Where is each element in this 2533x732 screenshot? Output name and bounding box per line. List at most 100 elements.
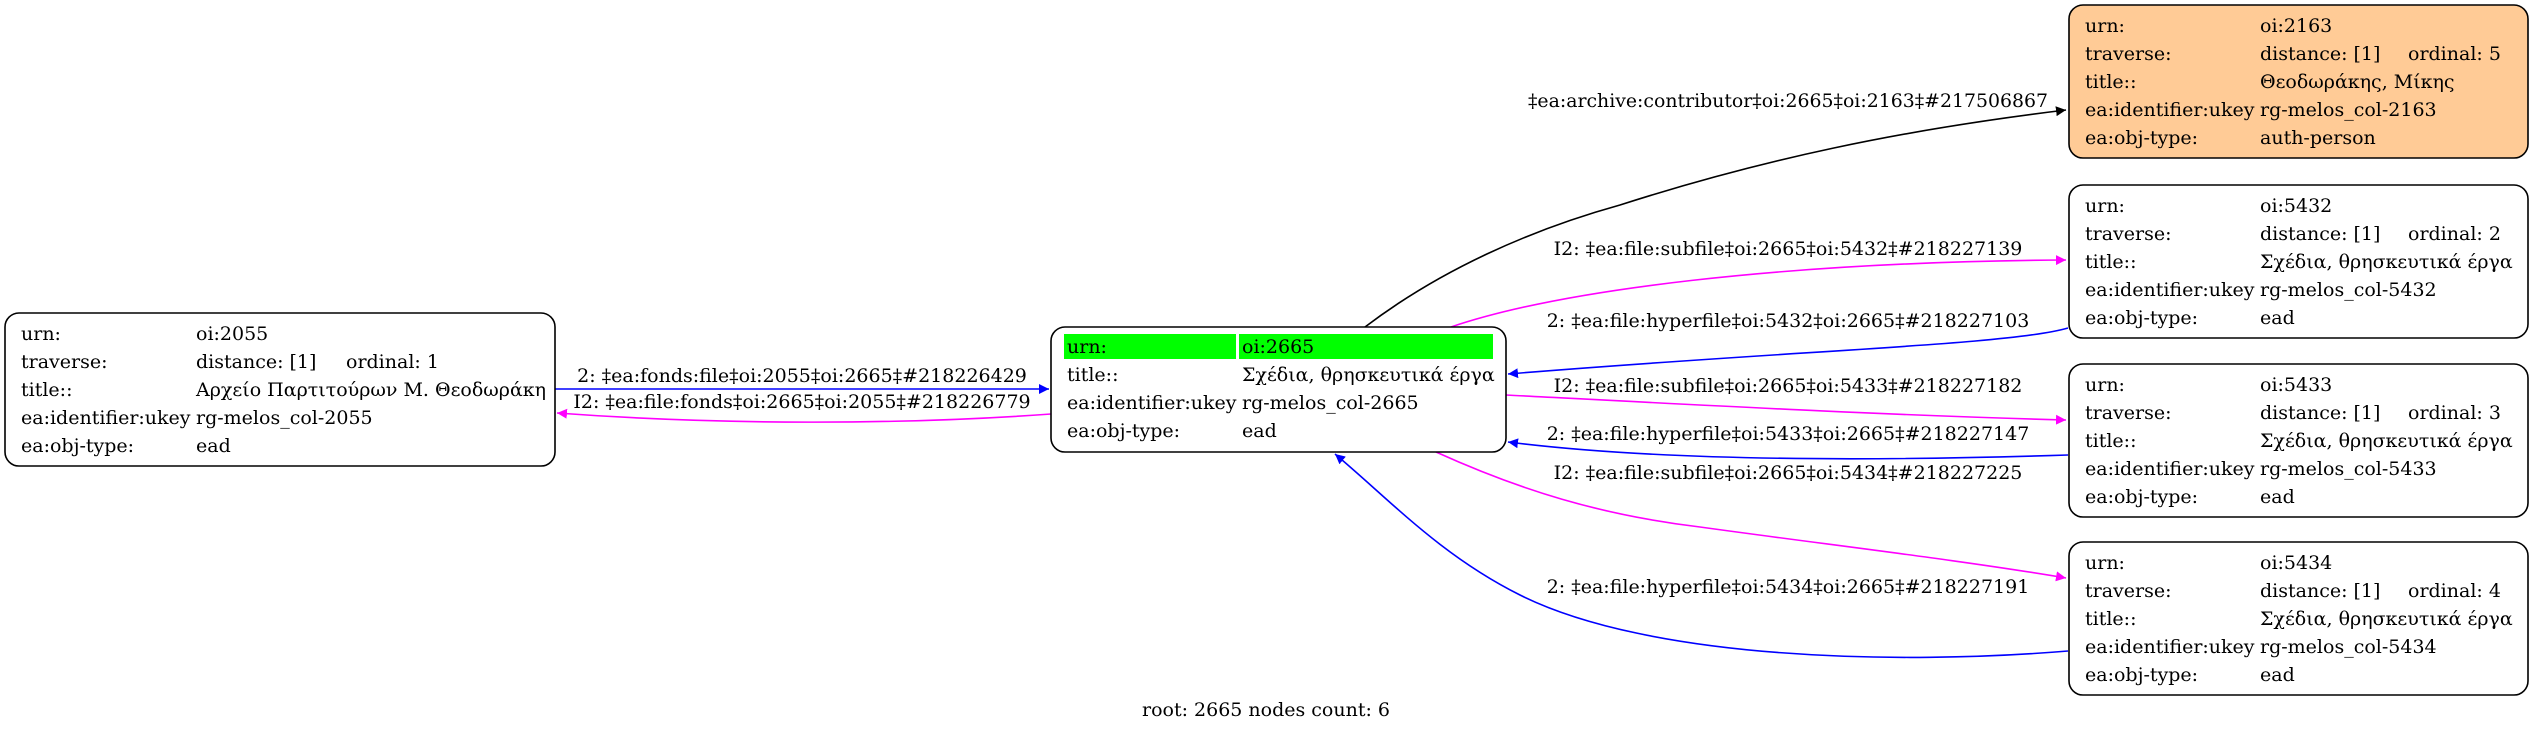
edge-line-subfile-5432[interactable] — [1450, 255, 2067, 328]
edge-label: 2: ‡ea:file:hyperfile‡oi:5432‡oi:2665‡#2… — [1547, 310, 2030, 332]
row-key: title:: — [1067, 364, 1118, 386]
row-value: ead — [2260, 486, 2295, 508]
row-key: urn: — [1067, 336, 1107, 358]
edge[interactable]: I2: ‡ea:file:fonds‡oi:2665‡oi:2055‡#2182… — [556, 391, 1052, 423]
row-value: Σχέδια, θρησκευτικά έργα — [2260, 430, 2513, 452]
row-key: traverse: — [21, 351, 108, 373]
row-key: ea:identifier:ukey — [2085, 279, 2255, 301]
row-extra: ordinal: 1 — [346, 351, 439, 373]
row-value: oi:2665 — [1242, 336, 1314, 358]
node-box[interactable] — [2068, 363, 2529, 518]
row-key: ea:obj-type: — [21, 435, 134, 457]
row-value: distance: [1] — [2260, 402, 2380, 424]
row-extra: ordinal: 3 — [2408, 402, 2501, 424]
edge[interactable]: 2: ‡ea:fonds:file‡oi:2055‡oi:2665‡#21822… — [555, 365, 1049, 394]
edge-label: 2: ‡ea:file:hyperfile‡oi:5433‡oi:2665‡#2… — [1547, 423, 2030, 445]
node-box[interactable] — [2068, 4, 2529, 159]
row-key: traverse: — [2085, 402, 2172, 424]
node-box[interactable] — [2068, 184, 2529, 339]
row-value: Σχέδια, θρησκευτικά έργα — [2260, 608, 2513, 630]
row-key: title:: — [2085, 608, 2136, 630]
edge-label: I2: ‡ea:file:subfile‡oi:2665‡oi:5433‡#21… — [1554, 375, 2023, 397]
row-value: distance: [1] — [2260, 43, 2380, 65]
row-value: rg-melos_col-2055 — [196, 407, 373, 429]
row-value: ead — [1242, 420, 1277, 442]
edge-line-hyperfile-5432[interactable] — [1507, 327, 2069, 379]
row-key: title:: — [2085, 71, 2136, 93]
row-value: oi:2055 — [196, 323, 268, 345]
row-key: title:: — [2085, 430, 2136, 452]
row-value: oi:5432 — [2260, 195, 2332, 217]
edge-label: I2: ‡ea:file:subfile‡oi:2665‡oi:5434‡#21… — [1554, 462, 2023, 484]
root-highlight-value — [1239, 334, 1493, 359]
row-key: traverse: — [2085, 43, 2172, 65]
edge[interactable]: 2: ‡ea:file:hyperfile‡oi:5433‡oi:2665‡#2… — [1507, 423, 2069, 460]
row-key: ea:obj-type: — [2085, 127, 2198, 149]
row-key: ea:identifier:ukey — [21, 407, 191, 429]
row-value: rg-melos_col-2665 — [1242, 392, 1419, 414]
edge[interactable]: I2: ‡ea:file:subfile‡oi:2665‡oi:5433‡#21… — [1505, 375, 2067, 425]
edge-label: 2: ‡ea:file:hyperfile‡oi:5434‡oi:2665‡#2… — [1547, 576, 2030, 598]
row-value: oi:5433 — [2260, 374, 2332, 396]
row-key: ea:obj-type: — [2085, 307, 2198, 329]
row-key: urn: — [2085, 374, 2125, 396]
row-value: Σχέδια, θρησκευτικά έργα — [2260, 251, 2513, 273]
node-2665-root[interactable]: urn: oi:2665 title:: Σχέδια, θρησκευτικά… — [1050, 326, 1507, 453]
edge-label: 2: ‡ea:fonds:file‡oi:2055‡oi:2665‡#21822… — [577, 365, 1027, 387]
row-value: auth-person — [2260, 127, 2376, 149]
edge-label: ‡ea:archive:contributor‡oi:2665‡oi:2163‡… — [1528, 90, 2048, 112]
row-key: title:: — [2085, 251, 2136, 273]
edge-line-subfile-5434[interactable] — [1435, 451, 2067, 582]
node-2163-person[interactable]: urn: oi:2163 traverse: distance: [1] ord… — [2068, 4, 2529, 159]
edge[interactable]: 2: ‡ea:file:hyperfile‡oi:5432‡oi:2665‡#2… — [1507, 310, 2069, 379]
nodes-layer: urn: oi:2055 traverse: distance: [1] ord… — [4, 4, 2529, 696]
row-key: ea:obj-type: — [2085, 486, 2198, 508]
row-value: rg-melos_col-5432 — [2260, 279, 2437, 301]
row-value: distance: [1] — [2260, 580, 2380, 602]
row-value: distance: [1] — [196, 351, 316, 373]
row-key: urn: — [2085, 15, 2125, 37]
row-key: ea:obj-type: — [2085, 664, 2198, 686]
edge-line-file-fonds[interactable] — [556, 408, 1052, 423]
edge[interactable]: I2: ‡ea:file:subfile‡oi:2665‡oi:5432‡#21… — [1450, 238, 2067, 328]
edge[interactable]: ‡ea:archive:contributor‡oi:2665‡oi:2163‡… — [1364, 90, 2067, 328]
edge-line-hyperfile-5433[interactable] — [1507, 438, 2069, 460]
row-value: Θεοδωράκης, Μίκης — [2260, 71, 2455, 93]
graph-footer: root: 2665 nodes count: 6 — [1142, 699, 1390, 721]
row-key: ea:identifier:ukey — [1067, 392, 1237, 414]
row-extra: ordinal: 4 — [2408, 580, 2501, 602]
row-value: Αρχείο Παρτιτούρων Μ. Θεοδωράκη — [195, 379, 546, 401]
row-value: Σχέδια, θρησκευτικά έργα — [1242, 364, 1495, 386]
edges-layer: 2: ‡ea:fonds:file‡oi:2055‡oi:2665‡#21822… — [555, 90, 2069, 659]
root-highlight-key — [1064, 334, 1236, 359]
row-key: ea:identifier:ukey — [2085, 458, 2255, 480]
row-value: ead — [2260, 664, 2295, 686]
row-value: rg-melos_col-5433 — [2260, 458, 2437, 480]
row-value: ead — [196, 435, 231, 457]
row-key: ea:identifier:ukey — [2085, 99, 2255, 121]
node-box[interactable] — [2068, 541, 2529, 696]
row-value: oi:2163 — [2260, 15, 2332, 37]
row-key: traverse: — [2085, 580, 2172, 602]
row-value: rg-melos_col-2163 — [2260, 99, 2437, 121]
row-key: ea:identifier:ukey — [2085, 636, 2255, 658]
edge-line-subfile-5433[interactable] — [1505, 394, 2067, 425]
row-extra: ordinal: 5 — [2408, 43, 2501, 65]
node-5434[interactable]: urn: oi:5434 traverse: distance: [1] ord… — [2068, 541, 2529, 696]
node-2055[interactable]: urn: oi:2055 traverse: distance: [1] ord… — [4, 312, 556, 467]
node-5433[interactable]: urn: oi:5433 traverse: distance: [1] ord… — [2068, 363, 2529, 518]
edge[interactable]: I2: ‡ea:file:subfile‡oi:2665‡oi:5434‡#21… — [1435, 451, 2067, 582]
edge[interactable]: 2: ‡ea:file:hyperfile‡oi:5434‡oi:2665‡#2… — [1334, 453, 2069, 659]
row-key: title:: — [21, 379, 72, 401]
row-value: ead — [2260, 307, 2295, 329]
node-box[interactable] — [4, 312, 556, 467]
edge-line-archive-contributor[interactable] — [1364, 106, 2067, 328]
row-key: ea:obj-type: — [1067, 420, 1180, 442]
edge-line-hyperfile-5434[interactable] — [1334, 453, 2069, 659]
row-key: urn: — [21, 323, 61, 345]
node-5432[interactable]: urn: oi:5432 traverse: distance: [1] ord… — [2068, 184, 2529, 339]
row-value: rg-melos_col-5434 — [2260, 636, 2437, 658]
edge-label: I2: ‡ea:file:subfile‡oi:2665‡oi:5432‡#21… — [1554, 238, 2023, 260]
row-key: urn: — [2085, 195, 2125, 217]
